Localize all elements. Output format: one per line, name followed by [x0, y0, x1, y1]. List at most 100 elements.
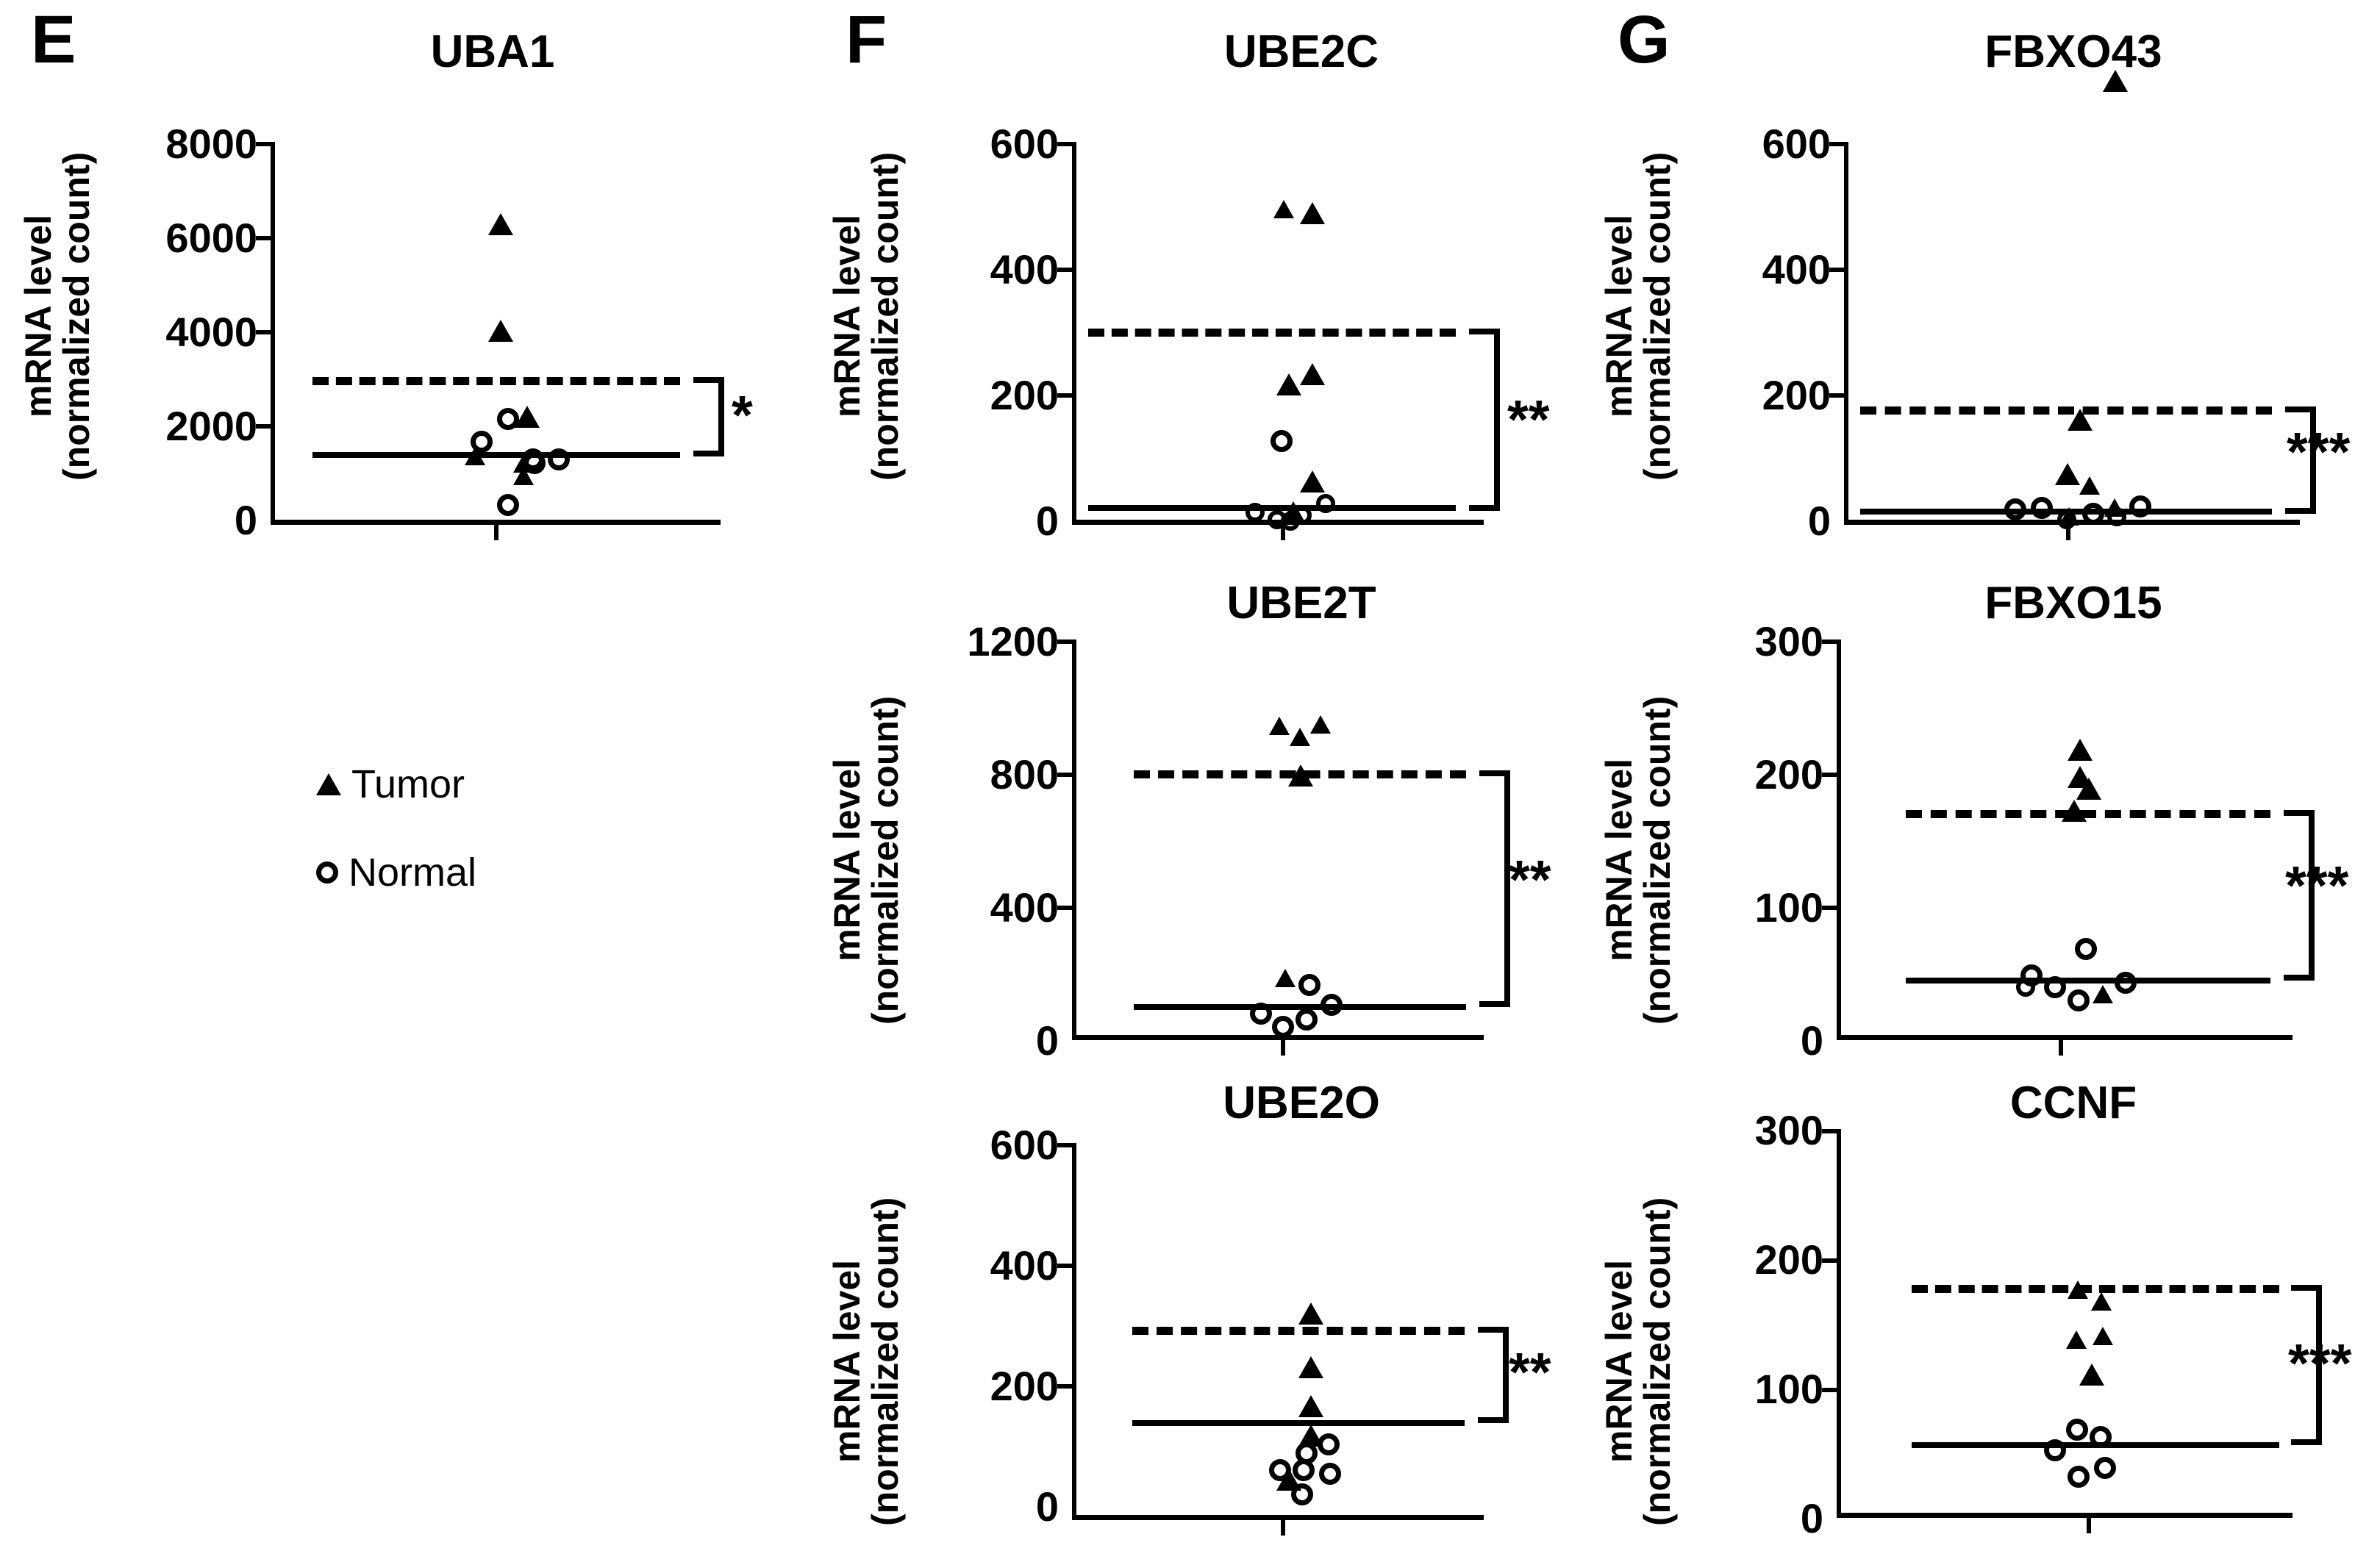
data-point-normal [1318, 1433, 1340, 1455]
data-point-tumor [2079, 476, 2100, 495]
significance-label-fbxo15: *** [2285, 855, 2349, 916]
y-tick-mark-fbxo43-400 [1829, 268, 1844, 272]
data-point-normal [1291, 1483, 1313, 1505]
y-tick-mark-fbxo15-200 [1822, 773, 1837, 777]
tumor-mean-line-ccnf [1912, 1285, 2279, 1293]
y-tick-mark-ube2c-400 [1057, 268, 1072, 272]
data-point-tumor [2055, 463, 2080, 485]
y-axis-line-ube2c [1072, 142, 1076, 524]
y-axis-line-uba1 [271, 142, 275, 524]
ytick-fbxo43-200: 200 [1762, 372, 1831, 418]
panel-letter-F: F [846, 2, 887, 77]
x-axis-line-ube2o [1072, 1515, 1484, 1520]
significance-label-ccnf: *** [2288, 1333, 2352, 1394]
ytick-ube2o-200: 200 [990, 1363, 1059, 1409]
data-point-tumor [1300, 470, 1325, 492]
data-point-normal [1269, 1459, 1291, 1481]
x-axis-line-fbxo15 [1837, 1035, 2293, 1040]
data-point-tumor [2068, 1280, 2088, 1299]
data-point-normal [2044, 1439, 2066, 1461]
y-axis-label-fbxo43: mRNA level (normalized count) [1598, 151, 1678, 481]
data-point-normal [1272, 1016, 1294, 1038]
data-point-tumor [2068, 409, 2093, 431]
data-point-tumor [2062, 800, 2087, 822]
x-axis-line-uba1 [271, 520, 721, 525]
ytick-ube2t-0: 0 [1035, 1017, 1059, 1064]
data-point-normal [548, 448, 570, 470]
y-axis-line-fbxo15 [1837, 640, 1841, 1039]
data-point-normal [1250, 1003, 1272, 1025]
panel-letter-G: G [1618, 2, 1670, 77]
y-axis-line-fbxo43 [1844, 142, 1848, 524]
significance-bracket-fbxo43 [2272, 406, 2316, 514]
ytick-ube2t-1200: 1200 [967, 618, 1059, 664]
data-point-normal [1296, 1009, 1318, 1031]
y-axis-label-fbxo15: mRNA level (normalized count) [1598, 695, 1678, 1025]
x-tick-mark-ube2t [1281, 1039, 1285, 1056]
ytick-uba1-6000: 6000 [165, 215, 257, 261]
panel-title-ube2t: UBE2T [1226, 578, 1376, 628]
data-point-tumor [1269, 717, 1290, 735]
ytick-ube2t-800: 800 [990, 751, 1059, 798]
data-point-tumor [2093, 1327, 2113, 1345]
significance-label-fbxo43: *** [2287, 421, 2351, 482]
ytick-ube2o-400: 400 [990, 1242, 1059, 1289]
data-point-normal [2066, 1419, 2088, 1441]
tumor-mean-line-fbxo15 [1906, 810, 2270, 818]
legend-item-normal: Normal [316, 853, 476, 892]
data-point-normal [2068, 989, 2090, 1011]
y-tick-mark-ccnf-100 [1822, 1388, 1837, 1392]
data-point-normal [1271, 430, 1293, 452]
data-point-tumor [1288, 764, 1313, 787]
tumor-mean-line-ube2o [1132, 1327, 1465, 1335]
significance-label-ube2o: ** [1509, 1341, 1551, 1402]
significance-bracket-ube2t [1466, 770, 1510, 1007]
ytick-uba1-2000: 2000 [165, 403, 257, 449]
panel-title-ube2c: UBE2C [1223, 26, 1379, 77]
y-tick-mark-ccnf-200 [1822, 1258, 1837, 1263]
ytick-fbxo43-0: 0 [1807, 498, 1831, 544]
data-point-normal [2075, 938, 2097, 960]
ytick-ube2c-200: 200 [990, 372, 1059, 418]
data-point-tumor [488, 213, 513, 235]
y-tick-mark-fbxo43-200 [1829, 393, 1844, 398]
data-point-normal [471, 431, 493, 453]
ytick-fbxo43-400: 400 [1762, 246, 1831, 293]
data-point-tumor [1298, 1395, 1323, 1417]
data-point-tumor [2093, 985, 2113, 1003]
data-point-tumor [1298, 1303, 1323, 1325]
data-point-tumor [2103, 70, 2128, 92]
y-tick-mark-ube2o-600 [1057, 1143, 1072, 1147]
data-point-normal [2082, 503, 2104, 525]
normal-mean-line-uba1 [312, 452, 680, 458]
y-axis-line-ccnf [1837, 1129, 1841, 1517]
panel-title-fbxo43: FBXO43 [1984, 26, 2162, 77]
data-point-tumor [1298, 1356, 1323, 1378]
data-point-normal [2031, 497, 2053, 519]
significance-bracket-fbxo15 [2270, 810, 2315, 981]
y-tick-mark-uba1-2000 [256, 424, 271, 429]
tumor-mean-line-fbxo43 [1860, 406, 2272, 415]
ytick-ccnf-100: 100 [1754, 1366, 1823, 1412]
ytick-ccnf-200: 200 [1754, 1236, 1823, 1283]
legend-label-tumor: Tumor [351, 762, 465, 806]
legend-label-normal: Normal [349, 850, 477, 895]
data-point-normal [2129, 495, 2151, 517]
y-tick-mark-ube2o-200 [1057, 1384, 1072, 1389]
data-point-tumor [2076, 778, 2101, 800]
significance-bracket-uba1 [680, 377, 724, 456]
ytick-fbxo15-300: 300 [1754, 618, 1823, 664]
significance-label-ube2t: ** [1509, 849, 1551, 910]
significance-bracket-ube2o [1465, 1327, 1509, 1423]
y-tick-mark-fbxo15-300 [1822, 640, 1837, 644]
tumor-mean-line-uba1 [312, 377, 680, 385]
y-tick-mark-ube2t-400 [1057, 906, 1072, 910]
panel-title-ccnf: CCNF [2009, 1078, 2137, 1128]
data-point-normal [1321, 994, 1343, 1016]
data-point-tumor [2079, 1364, 2104, 1386]
ytick-fbxo15-200: 200 [1754, 751, 1823, 798]
data-point-tumor [1276, 373, 1301, 395]
x-tick-mark-uba1 [494, 524, 498, 540]
data-point-tumor [1275, 969, 1296, 987]
y-axis-label-ccnf: mRNA level (normalized count) [1598, 1197, 1678, 1526]
